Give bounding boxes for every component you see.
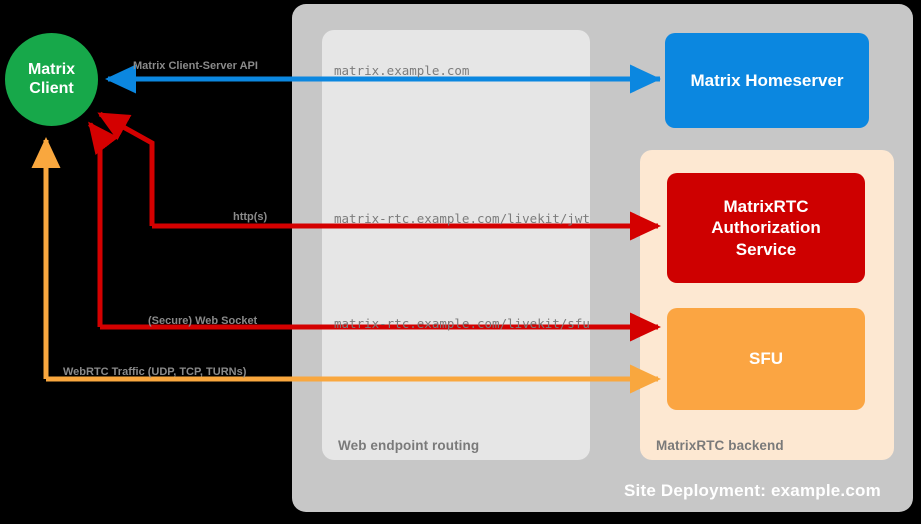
zone-label-web-endpoint-routing: Web endpoint routing <box>338 438 480 453</box>
zone-label-matrixrtc-backend: MatrixRTC backend <box>656 438 784 453</box>
node-auth-line3: Service <box>735 239 797 259</box>
route-label-matrix-example-com: matrix.example.com <box>334 63 470 78</box>
node-matrix-client[interactable]: Matrix Client <box>5 33 98 126</box>
route-label-livekit-jwt: matrix-rtc.example.com/livekit/jwt <box>334 211 590 226</box>
edge-label-web-socket: (Secure) Web Socket <box>148 315 258 327</box>
node-matrix-client-line1: Matrix <box>27 61 76 79</box>
node-sfu[interactable]: SFU <box>667 308 865 410</box>
node-matrix-client-line2: Client <box>29 79 74 97</box>
node-auth-line2: Authorization <box>711 218 821 238</box>
route-label-livekit-sfu: matrix-rtc.example.com/livekit/sfu <box>334 316 590 331</box>
edge-label-matrix-client-server-api: Matrix Client-Server API <box>133 60 258 72</box>
node-sfu-label: SFU <box>749 349 783 369</box>
site-deployment-label: Site Deployment: example.com <box>624 481 881 500</box>
node-matrix-homeserver[interactable]: Matrix Homeserver <box>665 33 869 128</box>
edge-label-https: http(s) <box>233 211 268 223</box>
web-endpoint-routing-zone <box>322 30 590 460</box>
edge-label-webrtc-traffic: WebRTC Traffic (UDP, TCP, TURNs) <box>63 366 247 378</box>
node-auth-line1: MatrixRTC <box>723 197 809 217</box>
node-matrixrtc-authorization-service[interactable]: MatrixRTC Authorization Service <box>667 173 865 283</box>
node-matrix-homeserver-label: Matrix Homeserver <box>690 70 844 90</box>
